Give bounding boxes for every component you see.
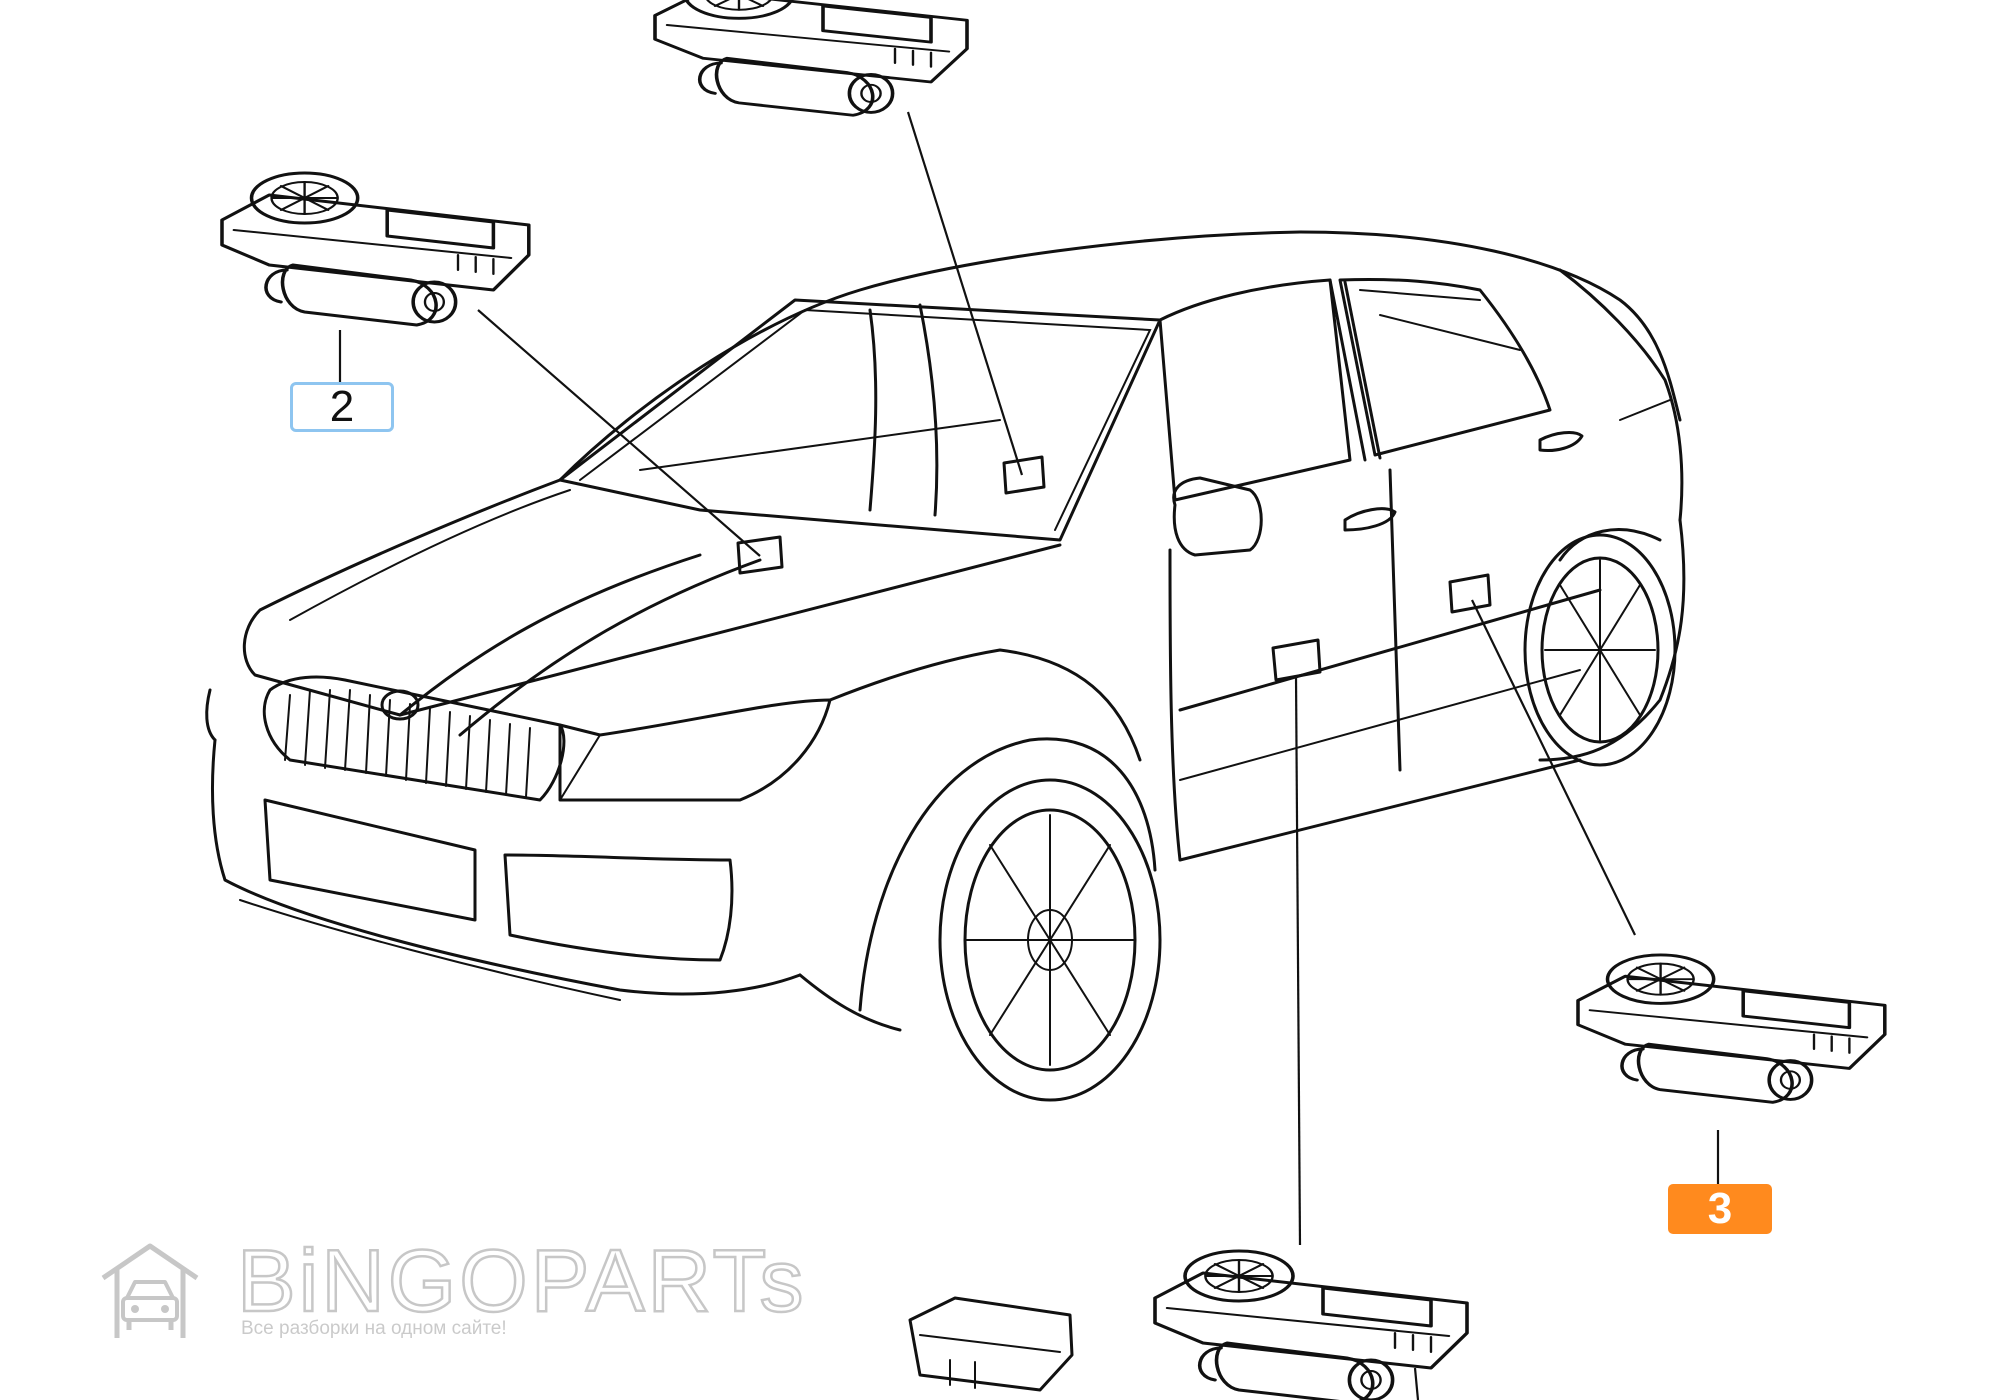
motor-front-left[interactable] (220, 171, 531, 327)
callout-3[interactable]: 3 (1668, 1184, 1772, 1234)
motor-rear-right[interactable] (1576, 953, 1887, 1105)
motor-front-right[interactable] (1153, 1249, 1469, 1400)
car-illustration (205, 230, 1686, 1102)
watermark-brand: BiNGOPARTs (236, 1230, 807, 1332)
leader-lines (338, 111, 1720, 1400)
mount-pads (736, 455, 1492, 682)
control-unit[interactable] (908, 1296, 1074, 1392)
callout-2[interactable]: 2 (290, 382, 394, 432)
watermark: BiNGOPARTs Все разборки на одном сайте! (95, 1230, 805, 1347)
watermark-tagline: Все разборки на одном сайте! (241, 1318, 507, 1339)
garage-car-icon (101, 1243, 199, 1338)
motor-rear-left[interactable] (653, 0, 969, 118)
